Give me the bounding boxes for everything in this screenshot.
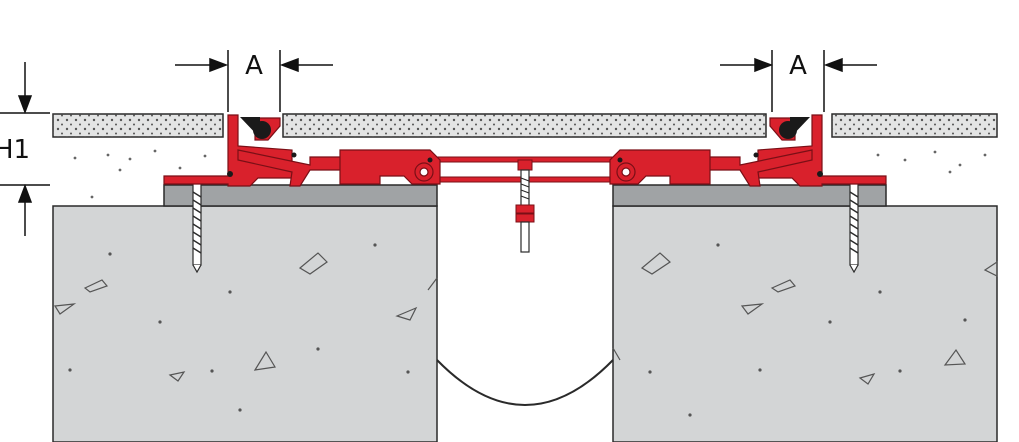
concrete-slab-left <box>52 205 438 442</box>
anchor-screw-left <box>192 182 202 274</box>
profile-rivets-left <box>227 152 433 177</box>
center-bolt <box>515 159 535 253</box>
joint-filler <box>436 359 614 406</box>
dimension-label-a-left: A <box>245 51 263 81</box>
aggregate-marks <box>53 252 998 385</box>
tile-center <box>282 113 767 138</box>
dimension-label-h1: H1 <box>0 135 30 165</box>
profile-insert-right <box>779 117 810 139</box>
screed-specks <box>73 149 987 199</box>
profile-rivets-right <box>617 152 823 177</box>
expansion-profile-left <box>163 114 441 187</box>
concrete-slab-right <box>612 205 998 442</box>
dimension-a-left <box>175 50 333 112</box>
dimension-label-a-right: A <box>789 51 807 81</box>
dimension-h1 <box>0 62 50 236</box>
tile-left <box>52 113 224 138</box>
aggregate-dots <box>68 243 967 417</box>
profile-insert-left <box>240 117 271 139</box>
leveling-layer-left <box>163 184 438 207</box>
leveling-layer-right <box>612 184 887 207</box>
expansion-profile-right <box>609 114 887 187</box>
anchor-screw-right <box>849 182 859 274</box>
dimension-a-right <box>720 50 877 112</box>
side-joint-marks <box>427 277 621 361</box>
tile-right <box>831 113 998 138</box>
